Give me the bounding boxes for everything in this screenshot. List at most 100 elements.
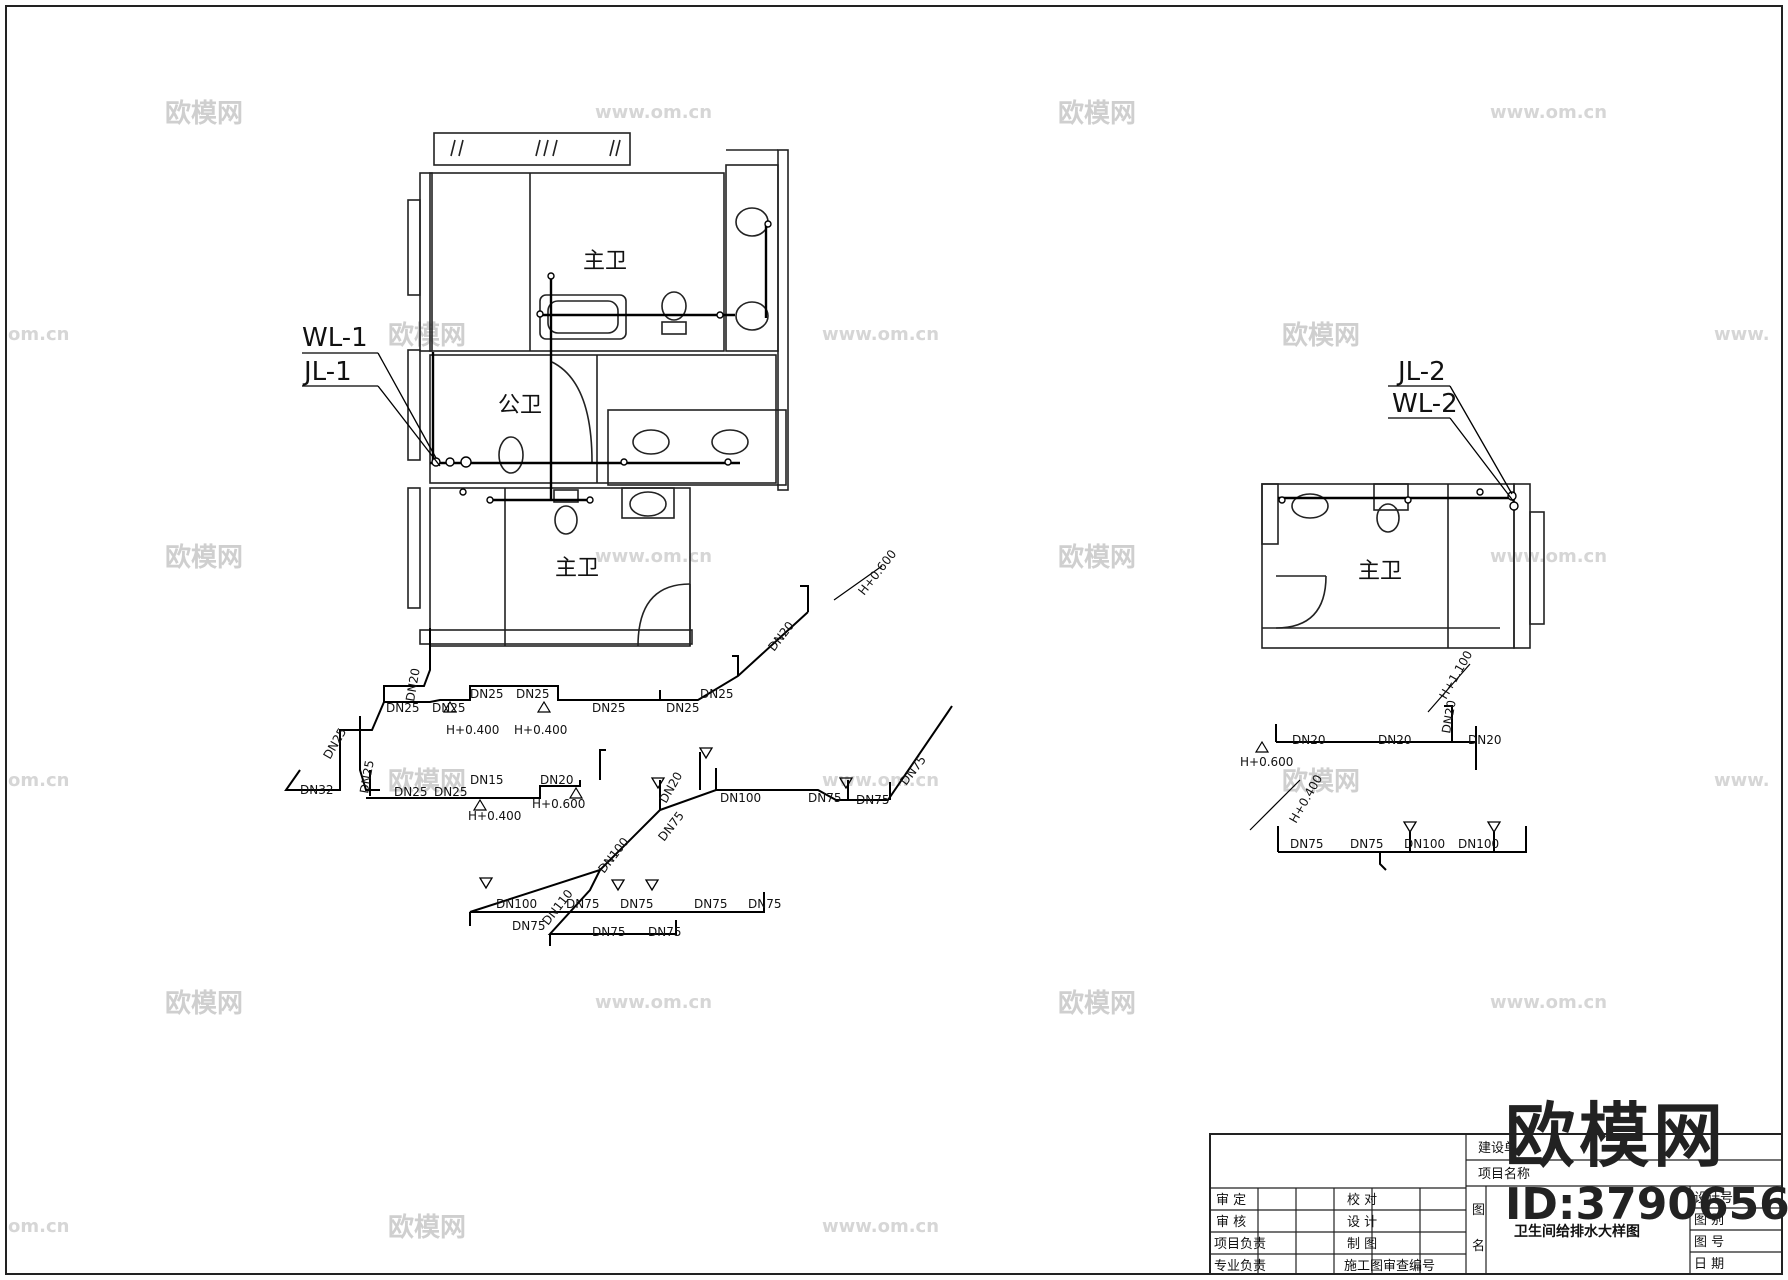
basin	[629, 491, 667, 517]
pipe-label: DN20	[403, 667, 423, 702]
toilet	[1376, 503, 1400, 533]
pipe-label: DN25	[432, 701, 466, 715]
watermarks: 欧模网 www.om.cn 欧模网 www.om.cn om.cn 欧模网 ww…	[8, 98, 1770, 1243]
tb-review-no: 施工图审查编号	[1344, 1259, 1435, 1274]
pipe-label: DN75	[648, 925, 682, 939]
squat-toilet	[498, 436, 524, 474]
pipe-label: DN20	[1439, 699, 1459, 734]
tb-drawing-name: 名	[1472, 1238, 1485, 1254]
tb-role-label: 校 对	[1347, 1192, 1377, 1208]
pipe-label: DN75	[808, 791, 842, 805]
wall-master-bath-bottom	[429, 487, 691, 647]
wall-public-bath	[429, 354, 777, 484]
pipe-label: DN75	[694, 897, 728, 911]
pipe-label: DN100	[1404, 837, 1445, 851]
drain-traps-right	[1402, 821, 1502, 834]
drain-isometric-right	[1277, 826, 1527, 871]
pipe-label: DN25	[357, 759, 377, 794]
pipe-label: DN75	[620, 897, 654, 911]
pipe-label: DN20	[1468, 733, 1502, 747]
watermark-url: www.om.cn	[595, 546, 712, 567]
tb-drawing-name: 图	[1472, 1203, 1485, 1218]
drain-traps-left	[478, 747, 854, 892]
tb-row-label: 审 定	[1216, 1193, 1246, 1208]
tb-field: 图 别	[1694, 1213, 1724, 1228]
tb-row-label: 项目负责	[1214, 1237, 1266, 1252]
pipe-label: DN20	[1292, 733, 1326, 747]
tb-row-label: 专业负责	[1214, 1259, 1266, 1274]
watermark-url: www.om.cn	[595, 102, 712, 123]
pipe-label: DN20	[540, 773, 574, 787]
elevation-markers-left	[442, 565, 883, 811]
watermark-logo: 欧模网	[388, 766, 466, 797]
left-plan-riser-dots	[431, 220, 772, 504]
basin	[711, 429, 749, 455]
supply-labels-right: DN20 DN20 DN20 DN20 H+0.600 H+1.100 H+0.…	[1240, 648, 1502, 825]
watermark-url: www.om.cn	[822, 1216, 939, 1237]
left-floor-plan	[407, 132, 789, 647]
riser-label-jl2: JL-2	[1396, 357, 1446, 387]
watermark-logo: 欧模网	[165, 542, 243, 573]
pipe-label: DN100	[595, 835, 631, 876]
wall-master-bath-top	[429, 172, 725, 352]
supply-markers-right	[1249, 663, 1471, 831]
elevation-label: H+0.400	[468, 809, 521, 823]
watermark-url: www.om.cn	[595, 992, 712, 1013]
elevation-label: H+0.400	[446, 723, 499, 737]
riser-callout-left	[302, 352, 441, 467]
watermark-url: www.om.cn	[1490, 546, 1607, 567]
watermark-overlay-id: ID:3790656	[1505, 1179, 1788, 1230]
pipe-label: DN75	[655, 809, 687, 844]
tb-field: 图 号	[1694, 1235, 1724, 1250]
tb-role-label: 设 计	[1347, 1215, 1377, 1230]
watermark-logo: 欧模网	[1058, 542, 1136, 573]
pipe-label: DN75	[512, 919, 546, 933]
tb-build-unit: 建设单	[1478, 1141, 1517, 1156]
pipe-label: DN75	[748, 897, 782, 911]
window-strip	[433, 132, 631, 166]
pipe-label: DN75	[566, 897, 600, 911]
drain-labels-right: DN75 DN75 DN100 DN100	[1290, 837, 1499, 851]
pipe-label: DN25	[666, 701, 700, 715]
drain-isometric-left	[469, 705, 953, 946]
watermark-logo: 欧模网	[1058, 98, 1136, 129]
title-block-text: 审 定 审 核 项目负责 专业负责 校 对 设 计 制 图 施工图审查编号 建设…	[1214, 1141, 1733, 1274]
watermark-logo: 欧模网	[1058, 988, 1136, 1019]
riser-callout-right	[1388, 385, 1515, 503]
watermark-url-edge: om.cn	[8, 324, 69, 345]
riser-label-wl2: WL-2	[1392, 389, 1458, 419]
watermark-logo: 欧模网	[388, 320, 466, 351]
watermark-logo: 欧模网	[165, 988, 243, 1019]
supply-isometric-right	[1275, 705, 1477, 770]
watermark-logo: 欧模网	[1282, 320, 1360, 351]
sheet-border	[5, 5, 1783, 1275]
toilet	[554, 505, 578, 535]
elevation-label: H+0.600	[532, 797, 585, 811]
pipe-label: DN25	[434, 785, 468, 799]
watermark-logo: 欧模网	[1282, 766, 1360, 797]
watermark-url-edge: om.cn	[8, 1216, 69, 1237]
basin	[735, 207, 769, 237]
watermark-url-edge: om.cn	[8, 770, 69, 791]
riser-label-wl1: WL-1	[302, 323, 368, 353]
pipe-label: DN25	[470, 687, 504, 701]
pipe-label: DN20	[1378, 733, 1412, 747]
pipe-label: DN100	[1458, 837, 1499, 851]
room-label-public-bath: 公卫	[498, 393, 542, 418]
watermark-logo: 欧模网	[165, 98, 243, 129]
pipe-label: DN25	[516, 687, 550, 701]
room-label-master-bath-right: 主卫	[1358, 559, 1402, 584]
pipe-label: DN32	[300, 783, 334, 797]
riser-label-jl1: JL-1	[302, 357, 352, 387]
toilet	[661, 291, 687, 321]
watermark-url: www.om.cn	[822, 324, 939, 345]
pipe-label: DN25	[592, 701, 626, 715]
watermark-url: www.om.cn	[1490, 992, 1607, 1013]
pipe-label: DN25	[700, 687, 734, 701]
pipe-label: DN75	[1290, 837, 1324, 851]
elevation-label: H+0.600	[1240, 755, 1293, 769]
pipe-label: DN100	[720, 791, 761, 805]
right-plan-riser-dots	[1278, 488, 1519, 511]
pipe-label: DN20	[765, 619, 797, 654]
